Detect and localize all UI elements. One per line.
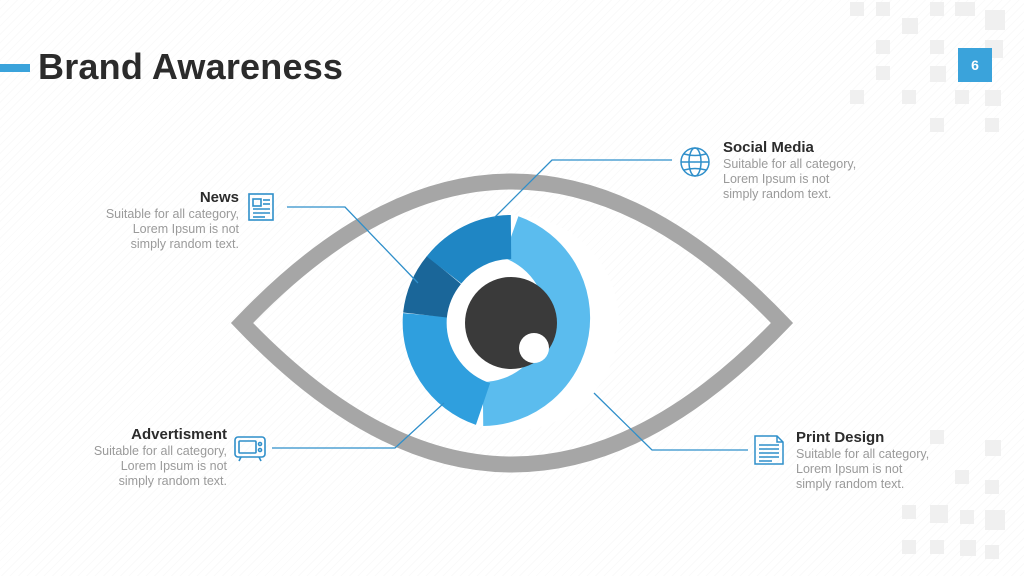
- print-design-label: Print Design: [796, 429, 885, 446]
- advertisment-desc-line2: Lorem Ipsum is not: [120, 459, 227, 473]
- print-design-desc-line2: Lorem Ipsum is not: [796, 462, 903, 476]
- iris-segment-social-dark: [426, 215, 513, 285]
- eye-outline: [230, 173, 794, 473]
- advertisment-label: Advertisment: [131, 426, 227, 443]
- connector-news: [287, 206, 419, 284]
- slide-title: Brand Awareness: [38, 46, 344, 87]
- advertisment-block: Advertisment Suitable for all category, …: [30, 426, 227, 489]
- news-desc-line1: Suitable for all category,: [105, 207, 239, 221]
- connector-advertisment: [272, 402, 445, 449]
- print-design-desc-line1: Suitable for all category,: [796, 447, 930, 461]
- page-number-badge: 6: [958, 48, 992, 82]
- connector-print: [593, 392, 748, 451]
- iris-ring: [402, 215, 591, 426]
- globe-icon: [680, 147, 710, 177]
- title-accent-bar: [0, 64, 30, 72]
- iris-segment-advertisment: [402, 313, 491, 425]
- news-label: News: [199, 189, 239, 206]
- social-media-desc-line2: Lorem Ipsum is not: [723, 172, 830, 186]
- social-media-desc-line3: simply random text.: [723, 187, 832, 201]
- iris-segment-news: [403, 256, 462, 319]
- news-block: News Suitable for all category, Lorem Ip…: [40, 189, 239, 252]
- iris-segment-social: [482, 216, 591, 426]
- newspaper-icon: [248, 193, 274, 221]
- news-desc-line3: simply random text.: [130, 237, 239, 251]
- tv-icon: [234, 436, 266, 462]
- advertisment-desc-line3: simply random text.: [118, 474, 227, 488]
- document-icon: [754, 435, 784, 465]
- print-design-block: Print Design Suitable for all category, …: [796, 429, 996, 492]
- news-desc-line2: Lorem Ipsum is not: [132, 222, 239, 236]
- connector-social: [493, 159, 672, 219]
- social-media-label: Social Media: [723, 139, 814, 156]
- pupil-highlight: [519, 333, 549, 363]
- advertisment-desc-line1: Suitable for all category,: [93, 444, 227, 458]
- social-media-desc-line1: Suitable for all category,: [723, 157, 857, 171]
- social-media-block: Social Media Suitable for all category, …: [723, 139, 923, 202]
- print-design-desc-line3: simply random text.: [796, 477, 905, 491]
